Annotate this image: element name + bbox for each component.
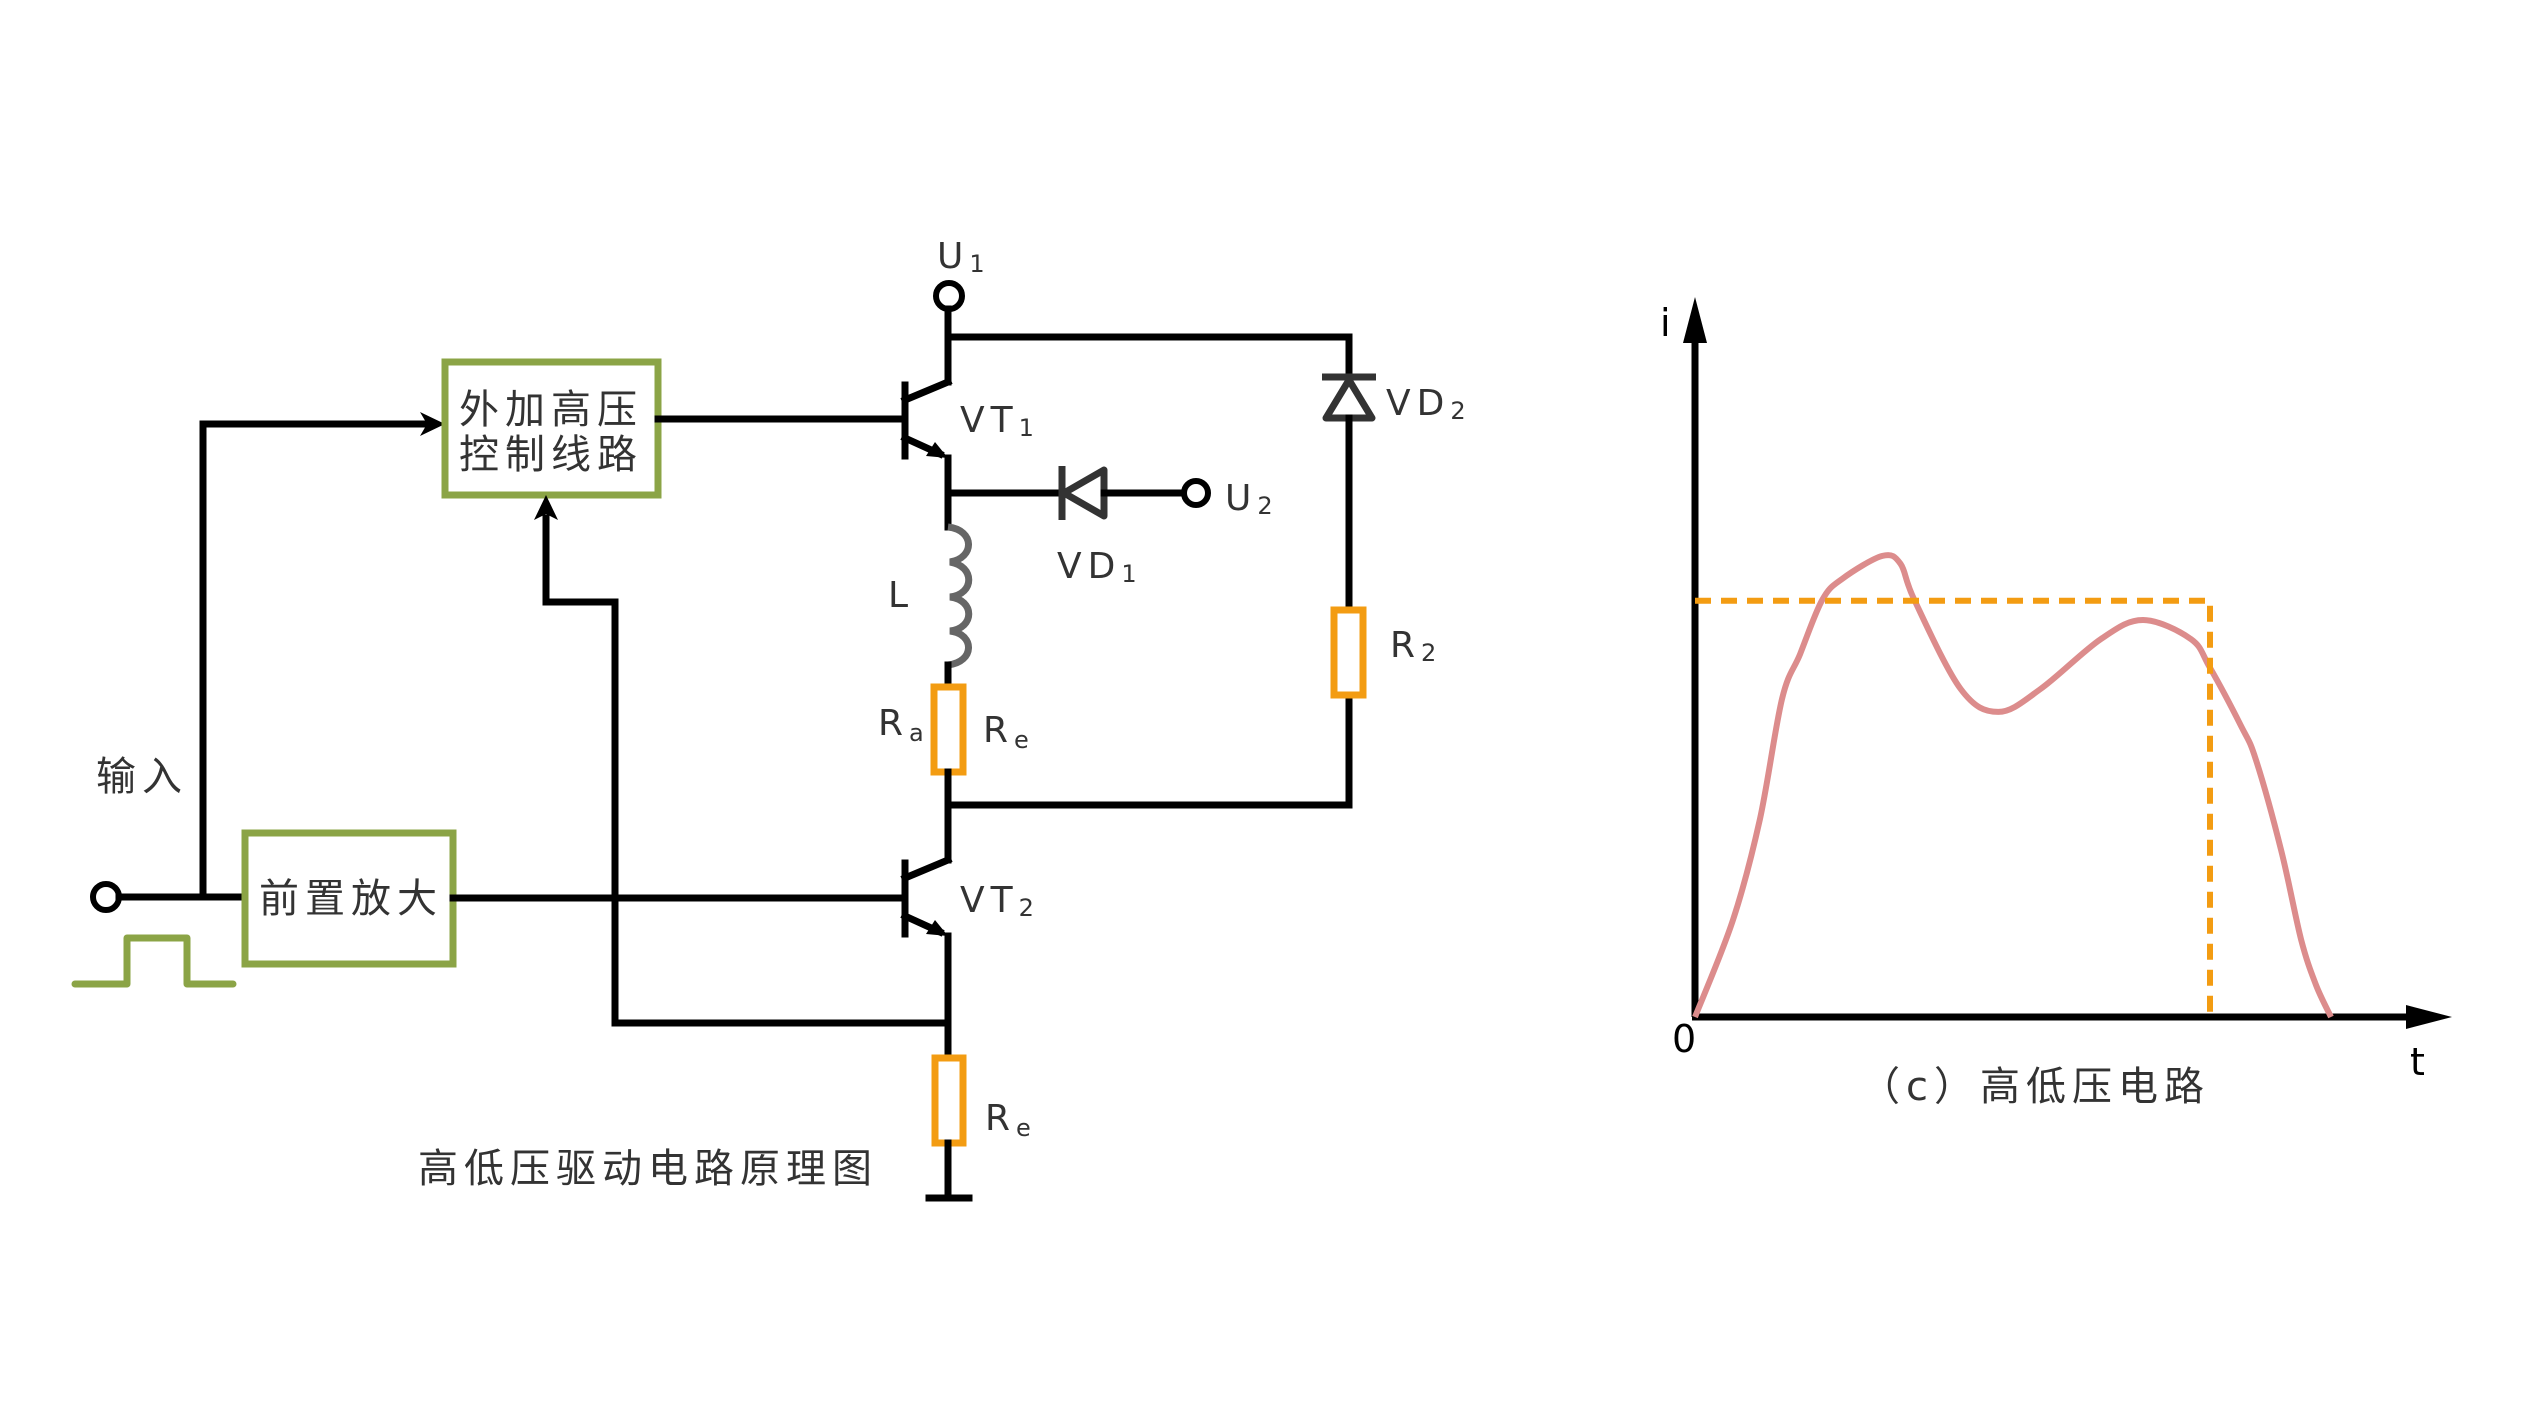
- u2-terminal-icon: [1181, 478, 1211, 508]
- u1-label: U1: [937, 236, 985, 278]
- vt1-label: VT1: [960, 400, 1034, 442]
- circuit-diagram: 输入 外加高压 控制线路 前置放大 U1 VT1: [71, 236, 1466, 1202]
- input-pulse-waveform-icon: [71, 934, 237, 988]
- feedback-wire: [542, 514, 952, 1027]
- y-axis-label: i: [1660, 301, 1671, 345]
- y-axis-arrow-icon: [1683, 297, 1707, 343]
- x-axis-label: t: [2410, 1040, 2425, 1084]
- actual-current-series: [1692, 552, 2334, 1019]
- input-branch-wire: [199, 420, 429, 901]
- input-terminal-icon: [90, 881, 122, 913]
- vd2-diode-icon: [1322, 373, 1376, 422]
- r2-resistor-icon: [1330, 606, 1367, 699]
- u1-to-vd2-wire: [944, 333, 1353, 381]
- vt1-transistor-icon: [900, 377, 953, 460]
- hv-control-label-line1: 外加高压: [459, 387, 643, 433]
- inductor-l-icon: [947, 523, 973, 669]
- hv-control-label-line2: 控制线路: [459, 432, 643, 478]
- inductor-label: L: [888, 575, 914, 616]
- preamp-label: 前置放大: [259, 876, 443, 922]
- x-axis-arrow-icon: [2406, 1005, 2452, 1029]
- origin-label: 0: [1672, 1017, 1696, 1061]
- circuit-caption: 高低压驱动电路原理图: [418, 1146, 878, 1192]
- re-upper-label: Re: [983, 710, 1029, 754]
- current-waveform-chart: i t 0 （c）高低压电路: [1660, 297, 2452, 1110]
- arrow-to-hv-control-icon: [420, 412, 445, 436]
- vd1-label: VD1: [1057, 546, 1137, 588]
- vd2-label: VD2: [1386, 383, 1466, 425]
- chart-title: （c）高低压电路: [1860, 1064, 2210, 1110]
- re-lower-resistor-icon: [931, 1054, 967, 1147]
- junction-to-r2-wire: [944, 691, 1353, 809]
- input-label: 输入: [96, 754, 188, 800]
- ideal-current-series: [1695, 597, 2213, 1017]
- hv-control-block: [441, 358, 662, 499]
- u2-label: U2: [1225, 478, 1273, 520]
- vt2-label: VT2: [960, 880, 1034, 922]
- r2-label: R2: [1390, 625, 1436, 667]
- re-lower-label: Re: [985, 1098, 1031, 1142]
- vd1-diode-icon: [1058, 466, 1108, 520]
- ra-resistor-icon: [930, 683, 967, 776]
- u1-terminal-icon: [933, 280, 965, 312]
- ra-label: Ra: [878, 703, 924, 747]
- arrow-to-hv-control-bottom-icon: [534, 495, 558, 520]
- vt2-transistor-icon: [900, 855, 953, 938]
